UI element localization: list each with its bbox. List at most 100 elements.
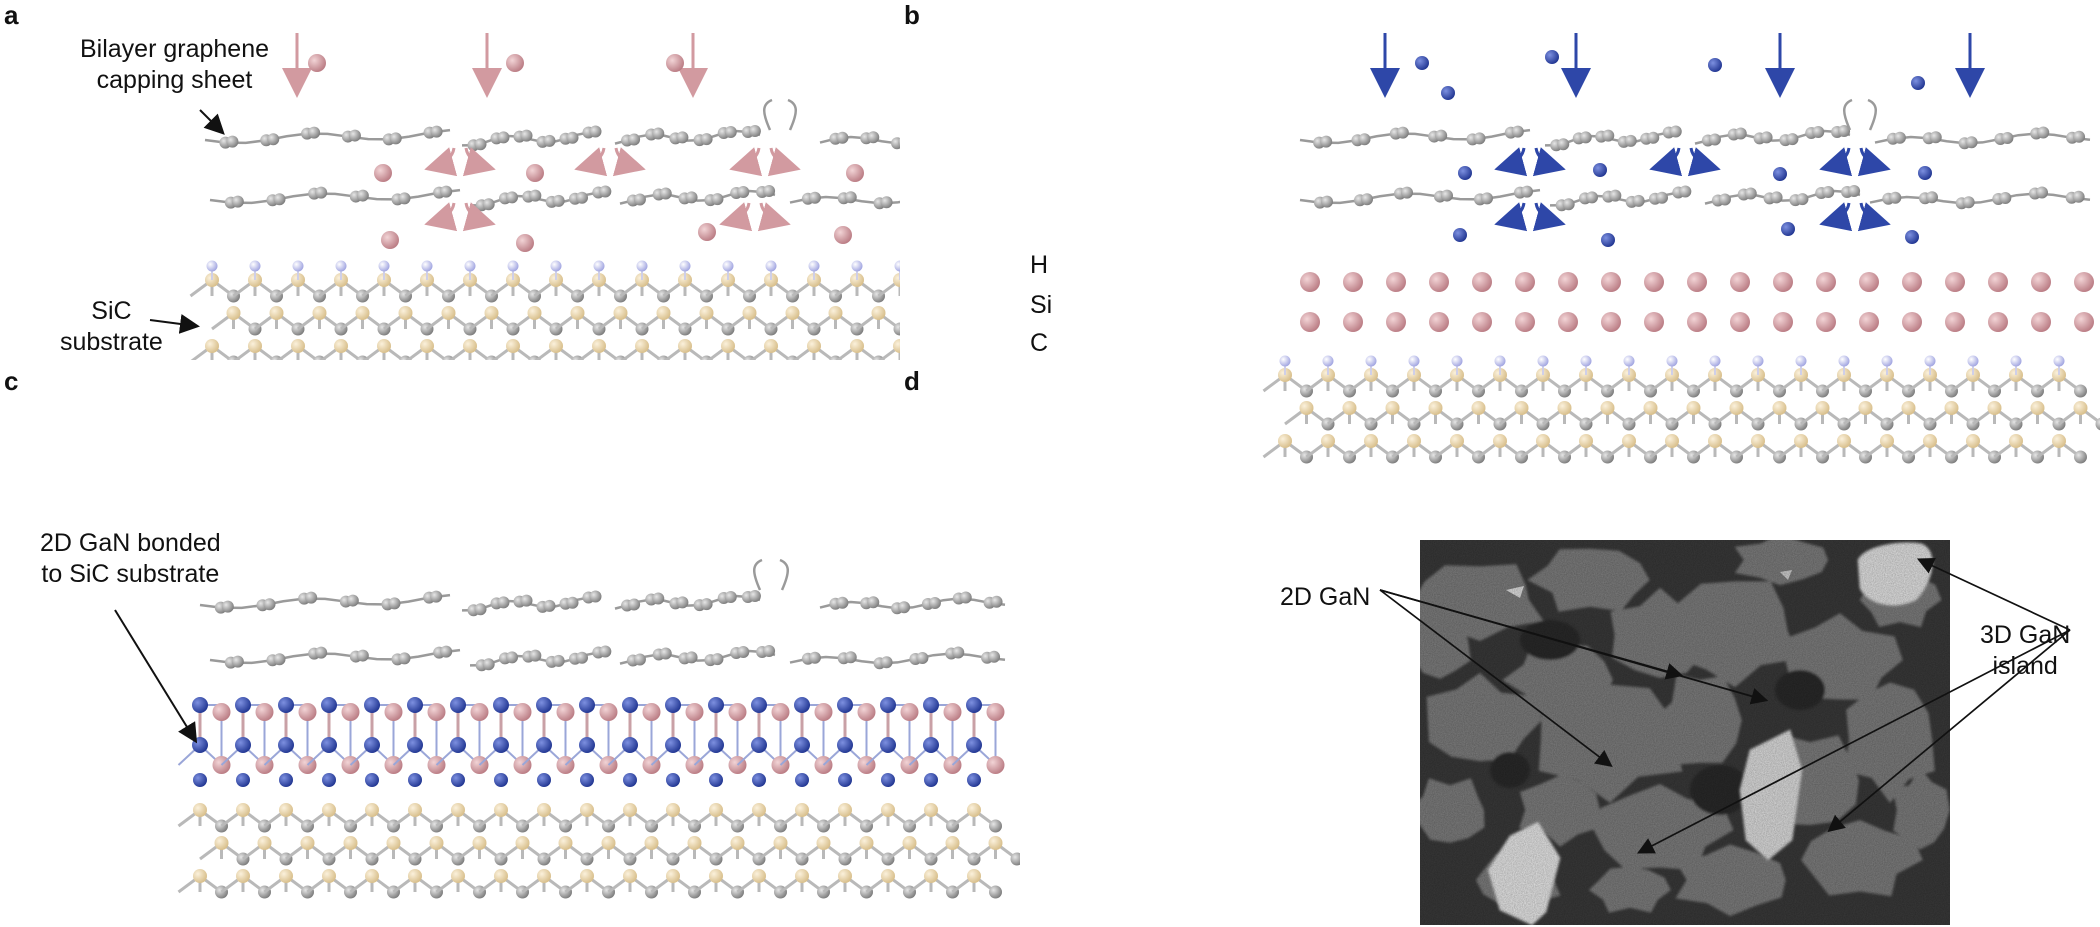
hydrogen-atom <box>1538 356 1549 367</box>
nitrogen-atom <box>623 773 637 787</box>
hydrogen-atom <box>1839 356 1850 367</box>
silicon-atom <box>270 306 284 320</box>
nitrogen-atom <box>1781 222 1795 236</box>
silicon-atom <box>881 869 895 883</box>
carbon-atom <box>1563 198 1575 210</box>
nitrogen-atom <box>279 773 293 787</box>
curved-arrow-icon <box>1825 203 1849 223</box>
nitrogen-atom <box>1911 76 1925 90</box>
carbon-atom <box>1966 136 1978 148</box>
carbon-atom <box>347 595 359 607</box>
graphene-bilayer <box>205 100 900 211</box>
silicon-atom <box>1321 434 1335 448</box>
graphene-sheet <box>205 130 450 143</box>
silicon-atom <box>731 836 745 850</box>
silicon-atom <box>752 869 766 883</box>
carbon-atom <box>1586 191 1598 203</box>
gallium-atom <box>2031 312 2051 332</box>
gallium-atom <box>1429 312 1449 332</box>
carbon-atom <box>1796 193 1808 205</box>
silicon-atom <box>506 339 520 353</box>
carbon-atom <box>763 645 775 657</box>
carbon-atom <box>960 592 972 604</box>
silicon-atom <box>829 306 843 320</box>
carbon-atom <box>1735 128 1747 140</box>
gallium-atom <box>1515 312 1535 332</box>
silicon-atom <box>709 869 723 883</box>
silicon-atom <box>451 803 465 817</box>
silicon-atom <box>1407 434 1421 448</box>
carbon-atom <box>1359 133 1371 145</box>
nitrogen-atom <box>537 773 551 787</box>
silicon-atom <box>623 869 637 883</box>
silicon-atom <box>485 306 499 320</box>
gallium-atom <box>1515 272 1535 292</box>
carbon-atom <box>676 131 688 143</box>
si-label: Si <box>1030 290 1052 321</box>
silicon-atom <box>838 869 852 883</box>
carbon-atom <box>544 600 556 612</box>
silicon-atom <box>967 869 981 883</box>
carbon-atom <box>590 126 602 138</box>
hydrogen-atom <box>852 261 863 272</box>
nitrogen-atom <box>579 697 595 713</box>
carbon-atom <box>1435 130 1447 142</box>
carbon-atom <box>308 127 320 139</box>
silicon-atom <box>420 339 434 353</box>
carbon-atom <box>315 647 327 659</box>
carbon-atom <box>1609 190 1621 202</box>
silicon-atom <box>924 803 938 817</box>
silicon-atom <box>549 339 563 353</box>
silicon-atom <box>1966 434 1980 448</box>
silicon-atom <box>1816 401 1830 415</box>
carbon-atom <box>498 131 510 143</box>
gallium-atom <box>1902 272 1922 292</box>
silicon-atom <box>1708 434 1722 448</box>
hydrogen-atom <box>1581 356 1592 367</box>
silicon-atom <box>2074 401 2088 415</box>
curved-arrow-icon <box>616 148 640 168</box>
curved-arrow-icon <box>1825 148 1849 168</box>
nitrogen-atom <box>794 697 810 713</box>
carbon-atom <box>1633 195 1645 207</box>
silicon-atom <box>645 836 659 850</box>
hydrogen-atom <box>1624 356 1635 367</box>
carbon-atom <box>399 652 411 664</box>
carbon-atom <box>881 196 893 208</box>
gallium-atom <box>2074 272 2094 292</box>
silicon-atom <box>1794 434 1808 448</box>
carbon-atom <box>652 593 664 605</box>
nitrogen-atom <box>923 737 939 753</box>
nitrogen-atom <box>751 697 767 713</box>
capping-sheet-label: Bilayer graphenecapping sheet <box>80 34 269 96</box>
carbon-atom <box>1580 131 1592 143</box>
carbon-atom <box>1963 196 1975 208</box>
gallium-atom <box>1816 272 1836 292</box>
carbon-atom <box>576 192 588 204</box>
carbon-atom <box>529 650 541 662</box>
silicon-atom <box>1579 434 1593 448</box>
carbon-atom <box>867 596 879 608</box>
gallium-atom <box>729 703 747 721</box>
silicon-atom <box>795 869 809 883</box>
gallium-atom <box>686 703 704 721</box>
carbon-atom <box>264 598 276 610</box>
carbon-atom <box>1361 193 1373 205</box>
silicon-atom <box>764 339 778 353</box>
silicon-atom <box>334 339 348 353</box>
carbon-atom <box>1771 191 1783 203</box>
panel-d-pointers <box>1260 540 2100 927</box>
panel-label-d: d <box>904 366 920 397</box>
gallium-atom <box>516 234 534 252</box>
nitrogen-atom <box>1441 86 1455 100</box>
nitrogen-atom <box>966 737 982 753</box>
carbon-atom <box>1745 188 1757 200</box>
silicon-atom <box>1472 401 1486 415</box>
nitrogen-atom <box>1545 50 1559 64</box>
gallium-atom <box>1773 312 1793 332</box>
carbon-atom <box>440 646 452 658</box>
silicon-atom <box>881 803 895 817</box>
gallium-atom <box>2074 312 2094 332</box>
carbon-atom <box>521 595 533 607</box>
hydrogen-atom <box>1452 356 1463 367</box>
